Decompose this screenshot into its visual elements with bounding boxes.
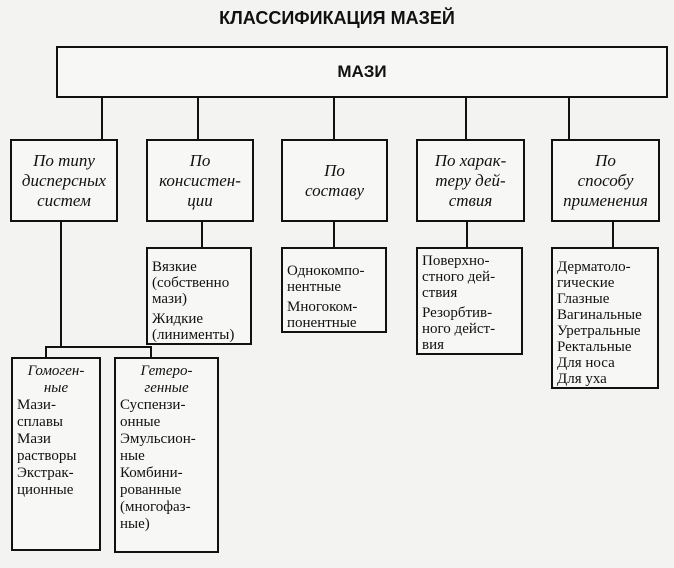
list-item: Вязкие (собственно мази) — [152, 259, 230, 307]
root-label: МАЗИ — [337, 62, 387, 81]
list-item: Жидкие (линименты) — [152, 311, 235, 343]
list-item: Суспензи- онные — [120, 397, 186, 430]
list-item: Глазные — [557, 291, 610, 307]
category-label: По составу — [304, 160, 365, 200]
connector — [60, 221, 62, 348]
heterogeneous-box: Гетеро- генные Суспензи- онные Эмульсион… — [114, 357, 219, 553]
connector — [45, 346, 47, 359]
connector — [333, 97, 335, 141]
group-heading: Гомоген- ные — [27, 363, 85, 396]
list-item: Для уха — [557, 371, 607, 387]
connector — [465, 97, 467, 141]
list-item: Эмульсион- ные — [120, 431, 196, 464]
application-list: Дерматоло- гические Глазные Вагинальные … — [551, 247, 659, 389]
category-box-dispersion: По типу дисперсных систем — [10, 139, 118, 222]
consistency-list: Вязкие (собственно мази) Жидкие (линимен… — [146, 247, 252, 345]
list-item: Поверхно- стного дей- ствия — [422, 253, 496, 301]
group-heading: Гетеро- генные — [140, 363, 193, 396]
connector — [201, 221, 203, 249]
category-label: По типу дисперсных систем — [21, 150, 107, 210]
category-label: По способу применения — [563, 150, 648, 210]
list-item: Мази- сплавы — [17, 397, 63, 430]
connector — [197, 97, 199, 141]
connector — [568, 97, 570, 141]
connector — [466, 221, 468, 249]
category-box-composition: По составу — [281, 139, 388, 222]
list-item: Резорбтив- ного дейст- вия — [422, 305, 496, 353]
list-item: Дерматоло- гические — [557, 259, 631, 291]
list-item: Однокомпо- нентные — [287, 263, 365, 295]
list-item: Комбини- рованные (многофаз- ные) — [120, 465, 191, 532]
connector — [150, 346, 152, 359]
connector — [45, 346, 152, 348]
list-item: Многоком- понентные — [287, 299, 358, 331]
category-label: По консистен- ции — [159, 150, 241, 210]
category-label: По харак- теру дей- ствия — [434, 150, 507, 210]
root-box: МАЗИ — [56, 46, 668, 98]
list-item: Вагинальные — [557, 307, 642, 323]
action-list: Поверхно- стного дей- ствия Резорбтив- н… — [416, 247, 523, 355]
list-item: Уретральные — [557, 323, 641, 339]
connector — [612, 221, 614, 249]
category-box-application: По способу применения — [551, 139, 660, 222]
category-box-consistency: По консистен- ции — [146, 139, 254, 222]
category-box-action: По харак- теру дей- ствия — [416, 139, 525, 222]
list-item: Ректальные — [557, 339, 632, 355]
list-item: Мази растворы — [17, 431, 77, 464]
connector — [333, 221, 335, 249]
connector — [101, 97, 103, 141]
homogeneous-box: Гомоген- ные Мази- сплавы Мази растворы … — [11, 357, 101, 551]
diagram-title: КЛАССИФИКАЦИЯ МАЗЕЙ — [219, 8, 455, 28]
list-item: Для носа — [557, 355, 615, 371]
composition-list: Однокомпо- нентные Многоком- понентные — [281, 247, 387, 333]
list-item: Экстрак- ционные — [17, 465, 74, 498]
